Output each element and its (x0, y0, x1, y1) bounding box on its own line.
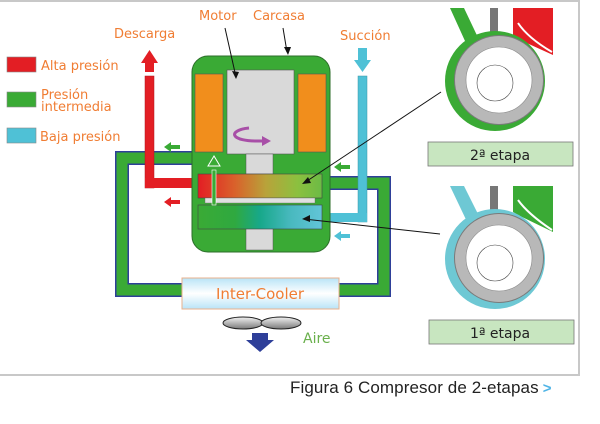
shaft-lower (245, 227, 274, 251)
legend-label-mid-2: intermedia (41, 100, 112, 115)
stage1-label-box (428, 319, 575, 345)
leader-stage2 (303, 91, 442, 184)
motor-coil-right (297, 73, 327, 153)
flow-arrow-high-left-icon (164, 197, 180, 207)
stage1-cylinder (197, 204, 323, 230)
air-arrow-down-icon (246, 333, 274, 352)
flow-arrow-mid-left-icon (164, 142, 180, 152)
compressor-diagram: Alta presión Presión intermedia Baja pre… (6, 8, 575, 352)
legend: Alta presión Presión intermedia Baja pre… (6, 56, 120, 145)
label-carcasa: Carcasa (253, 9, 305, 24)
label-descarga: Descarga (114, 27, 175, 42)
stage1-label: 1ª etapa (470, 326, 530, 342)
fan-icon (222, 316, 302, 330)
leader-motor (224, 27, 237, 78)
legend-swatch-mid (6, 91, 37, 108)
flow-arrow-low-left-icon (334, 231, 350, 241)
inter-cooler: Inter-Cooler (181, 277, 340, 310)
label-succion: Succión (340, 29, 391, 44)
legend-swatch-high (6, 56, 37, 73)
internal-flow-arrow-icon (207, 155, 221, 206)
discharge-arrow-up-icon (141, 50, 158, 72)
inter-cooler-label: Inter-Cooler (216, 285, 305, 303)
legend-label-mid-1: Presión (41, 88, 88, 103)
legend-label-high: Alta presión (41, 59, 119, 74)
stage2-section: 2ª etapa (427, 8, 574, 167)
legend-label-low: Baja presión (40, 130, 120, 145)
legend-swatch-low (6, 127, 37, 144)
suction-pipe (318, 48, 371, 223)
shaft-upper (245, 153, 274, 175)
stage2-cylinder (197, 173, 323, 199)
stage2-label: 2ª etapa (470, 148, 530, 164)
figure-caption: Figura 6 Compresor de 2-etapas> (290, 378, 552, 398)
flow-arrow-mid-right-icon (334, 162, 350, 172)
caption-link-chevron-icon[interactable]: > (542, 380, 552, 397)
stage2-label-box (427, 141, 574, 167)
discharge-pipe (141, 50, 205, 189)
suction-arrow-down-icon (354, 48, 371, 72)
label-aire: Aire (303, 331, 331, 347)
leader-stage1 (303, 218, 441, 235)
motor-coil-left (194, 73, 224, 153)
stage1-section: 1ª etapa (428, 186, 575, 345)
label-motor: Motor (199, 9, 237, 24)
caption-text: Figura 6 Compresor de 2-etapas (290, 378, 539, 397)
intermediate-loop-pipe (115, 151, 391, 297)
rotation-arrow-icon (233, 126, 263, 143)
